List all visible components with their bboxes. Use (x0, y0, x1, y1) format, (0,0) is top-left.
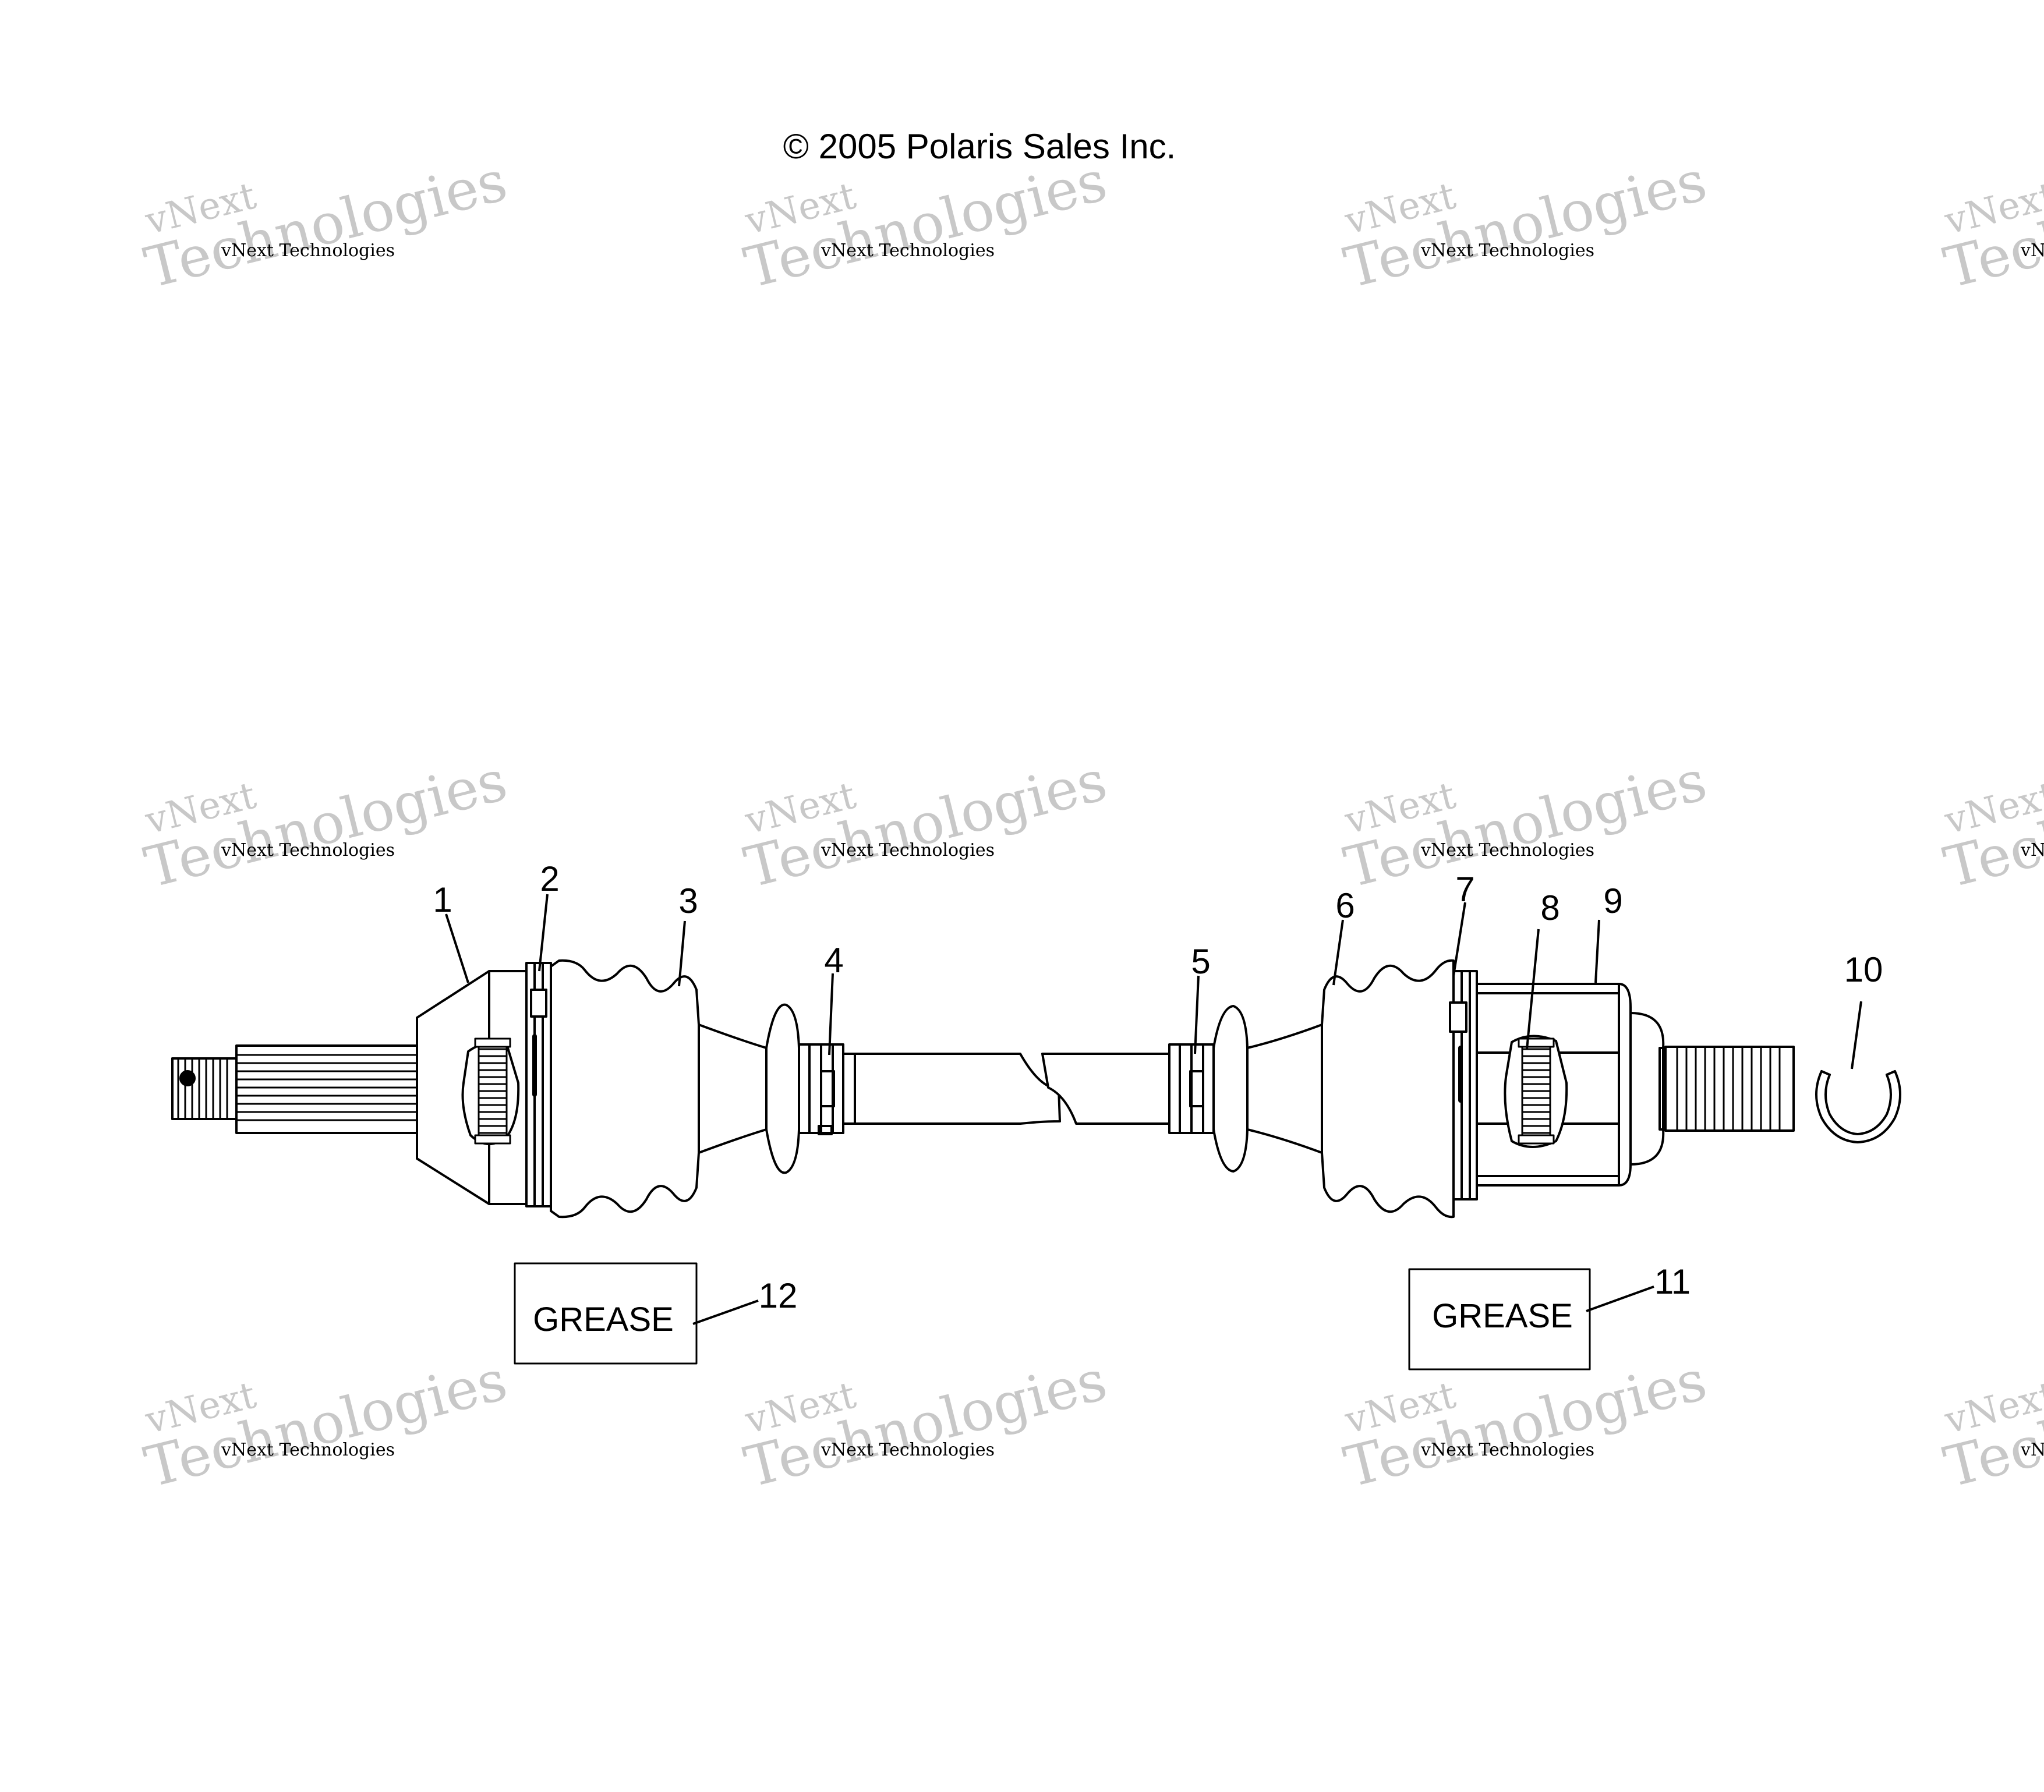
left-cv-housing (416, 970, 530, 1205)
copyright-text: © 2005 Polaris Sales Inc. (783, 127, 1176, 166)
callout-11: 11 (1654, 1262, 1691, 1301)
grease-label-left: GREASE (533, 1301, 674, 1338)
watermark-big: Technologies (139, 148, 514, 300)
watermark-big: Technologies (738, 748, 1113, 900)
callout-3: 3 (678, 881, 698, 920)
watermark-big: Technologies (139, 1347, 514, 1500)
watermark-big: Technologies (738, 1347, 1113, 1500)
right-boot-clamp (1449, 970, 1478, 1200)
callout-4: 4 (824, 941, 843, 980)
watermark-small: vNext Technologies (1420, 1440, 1594, 1460)
watermark-big: Technologies (1338, 1347, 1713, 1500)
watermark-small: vNext Technologies (1420, 840, 1594, 860)
watermark-big: Technologies (1338, 748, 1713, 900)
right-stub-shaft (1629, 1012, 1795, 1166)
watermark-small: vNext Technologies (221, 1440, 395, 1460)
watermark-big: Technologies (1338, 148, 1713, 300)
right-small-clamp (1168, 1043, 1215, 1134)
grease-box-left (514, 1262, 698, 1365)
callout-5: 5 (1191, 942, 1210, 981)
watermark-big: Technologies (139, 748, 514, 900)
left-cv-boot (550, 959, 800, 1219)
callout-1: 1 (433, 880, 452, 919)
callout-labels: 1 2 3 4 5 6 7 8 9 10 11 12 (433, 859, 1883, 1315)
watermark-small: vNext Technologies (821, 1440, 995, 1460)
watermark-big: Technologies (738, 148, 1113, 300)
right-cv-boot (1212, 959, 1455, 1219)
left-stub-shaft (171, 1044, 418, 1134)
watermark-small: vNext Technologies (2020, 240, 2044, 261)
left-small-clamp (798, 1043, 856, 1135)
callout-10: 10 (1844, 950, 1883, 989)
left-boot-clamp (525, 962, 552, 1207)
axle-shaft (854, 1053, 1170, 1125)
watermark-small: vNext Technologies (221, 840, 395, 860)
watermark-small: vNext Technologies (821, 840, 995, 860)
callout-7: 7 (1455, 870, 1474, 909)
right-cv-housing (1476, 983, 1632, 1187)
watermark-small: vNext Technologies (2020, 840, 2044, 860)
callout-12: 12 (759, 1276, 798, 1315)
watermark-small: vNext Technologies (1420, 240, 1594, 261)
callout-8: 8 (1540, 888, 1559, 927)
grease-box-right (1408, 1268, 1591, 1370)
watermark-small: vNext Technologies (221, 240, 395, 261)
callout-6: 6 (1335, 886, 1355, 925)
callout-9: 9 (1603, 881, 1622, 920)
watermark-small: vNext Technologies (2020, 1440, 2044, 1460)
grease-label-right: GREASE (1432, 1297, 1573, 1335)
callout-2: 2 (540, 859, 559, 898)
circlip-ring (1815, 1070, 1901, 1143)
leader-lines (445, 894, 1862, 1325)
watermark-small: vNext Technologies (821, 240, 995, 261)
